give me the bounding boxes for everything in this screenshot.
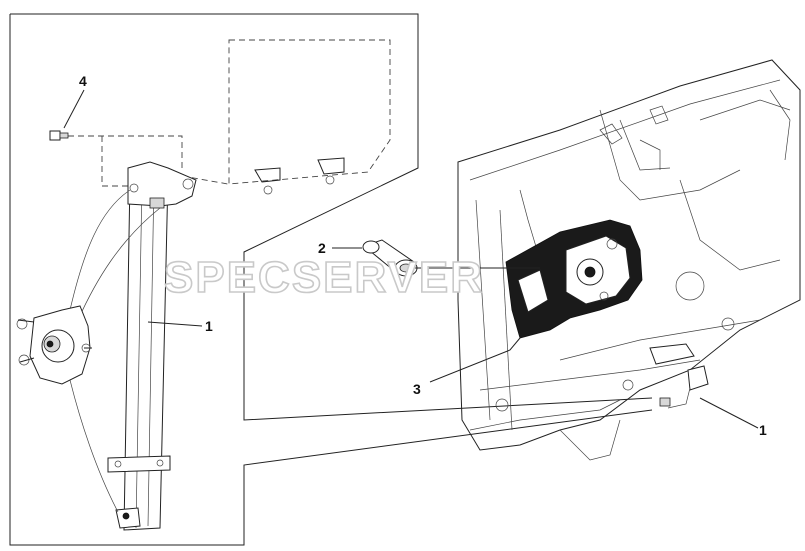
installed-regulator-module <box>505 219 643 339</box>
door-glass <box>228 39 391 195</box>
door-inner-panel <box>457 59 801 461</box>
bolt-guide-lines <box>68 135 229 187</box>
inset-frame <box>9 13 653 546</box>
window-regulator <box>16 161 197 531</box>
grommet-plug <box>362 239 418 277</box>
installed-regulator-bracket <box>649 343 709 409</box>
watermark: SPECSERVER <box>164 253 484 302</box>
leader-lines <box>63 89 759 429</box>
callout-4: 4 <box>79 73 87 89</box>
callout-1-regulator: 1 <box>205 318 213 334</box>
bolt-icon <box>49 130 69 141</box>
callout-1-installed: 1 <box>759 422 767 438</box>
callout-2: 2 <box>318 240 326 256</box>
callout-3: 3 <box>413 381 421 397</box>
